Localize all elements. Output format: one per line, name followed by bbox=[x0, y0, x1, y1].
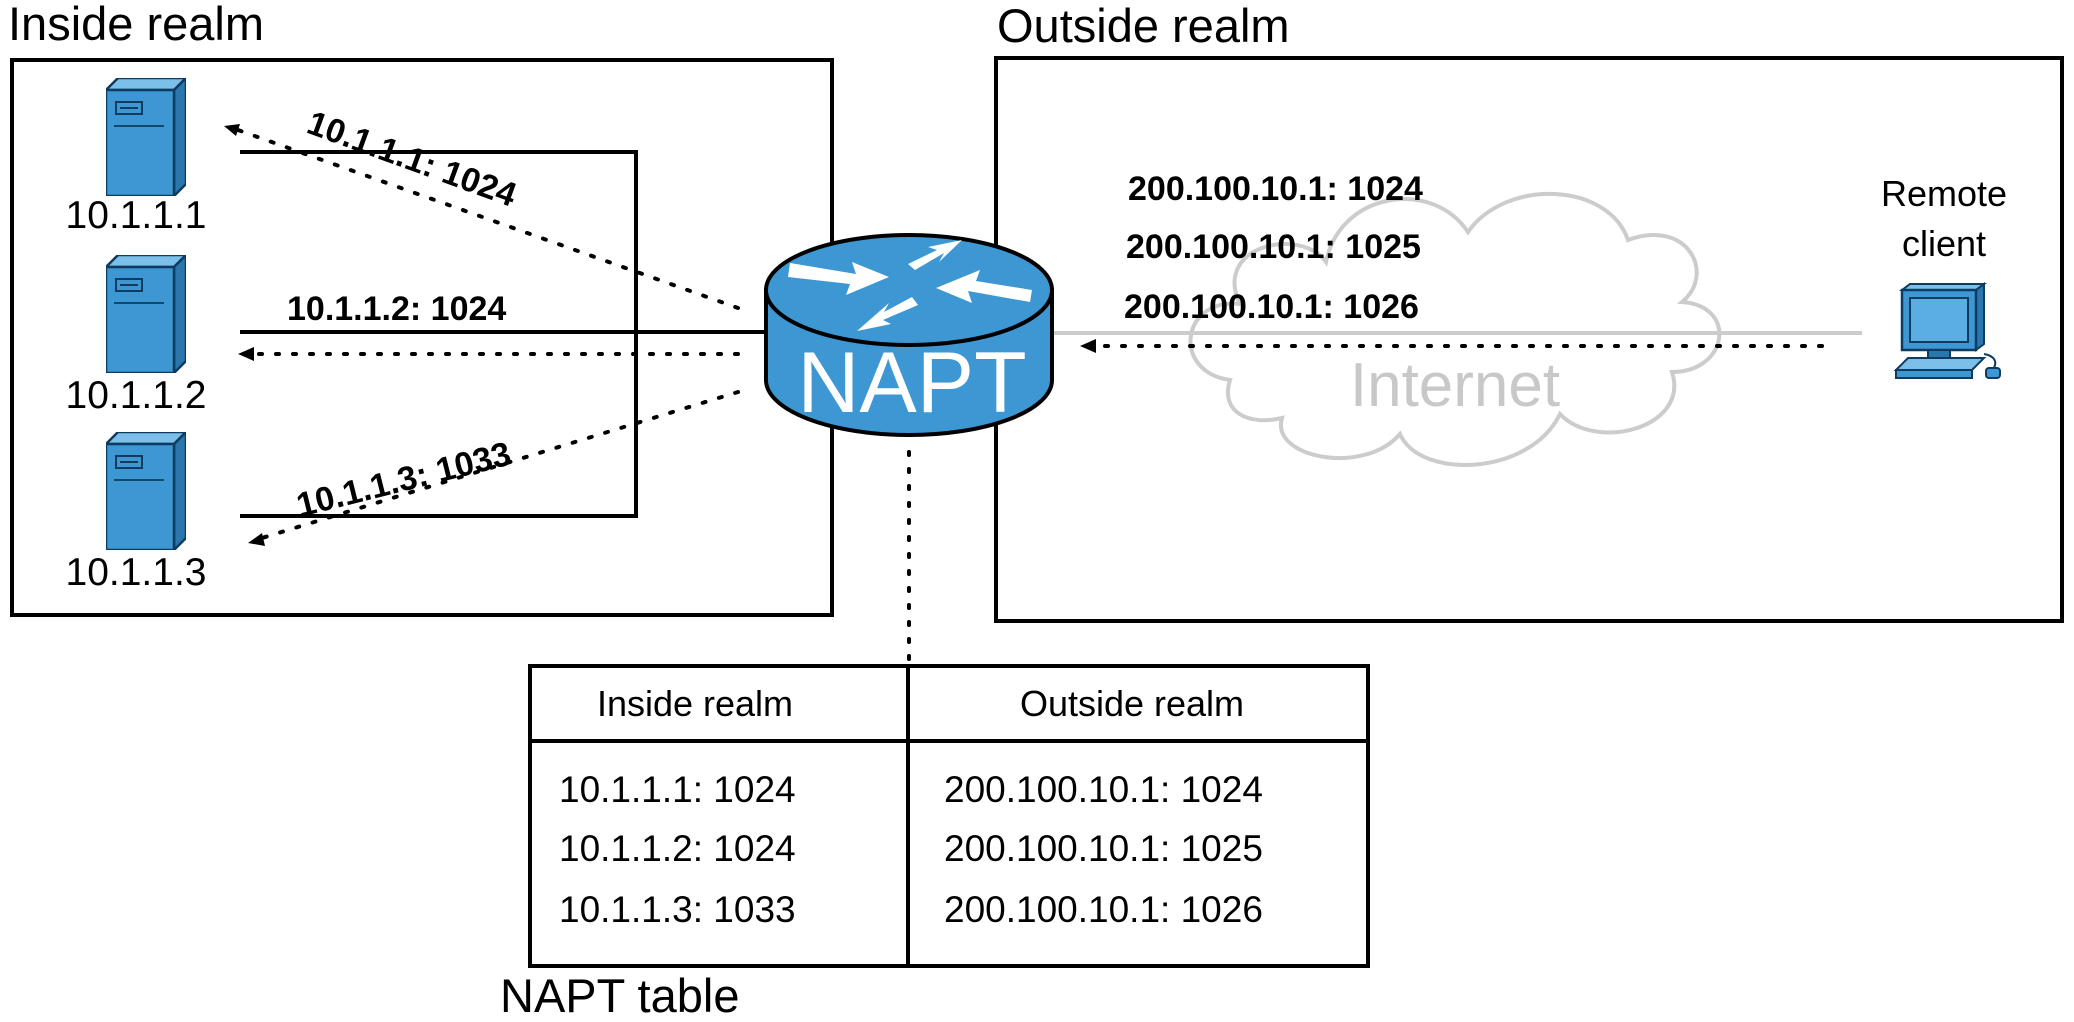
table-cell-outside-3: 200.100.10.1: 1026 bbox=[944, 889, 1263, 930]
cloud-icon bbox=[1188, 192, 1722, 467]
router-arrow-upright bbox=[908, 240, 962, 270]
router-icon: NAPT bbox=[764, 233, 1054, 437]
table-header-outside: Outside realm bbox=[1020, 683, 1244, 724]
server-2-icon bbox=[106, 255, 186, 373]
server-1-icon bbox=[106, 78, 186, 196]
outside-realm: Outside realm Internet 200.100.10.1: 102… bbox=[994, 0, 2064, 623]
flow-label-server-1: 10.1.1.1: 1024 bbox=[302, 104, 521, 215]
flow-label-server-3: 10.1.1.3: 1033 bbox=[293, 435, 515, 525]
cloud-label: Internet bbox=[1350, 351, 1560, 420]
arrowhead-server-3 bbox=[248, 533, 265, 546]
table-header-inside: Inside realm bbox=[597, 683, 793, 724]
arrowhead-server-1 bbox=[224, 124, 240, 136]
server-3-icon bbox=[106, 432, 186, 550]
server-1-label: 10.1.1.1 bbox=[66, 194, 207, 237]
router-arrow-downleft bbox=[857, 297, 918, 331]
router-arrow-left bbox=[936, 270, 1032, 303]
table-cell-outside-1: 200.100.10.1: 1024 bbox=[944, 769, 1263, 810]
inside-realm-title: Inside realm bbox=[8, 0, 264, 50]
router-arrow-right bbox=[788, 262, 889, 295]
flow-label-server-2: 10.1.1.2: 1024 bbox=[287, 290, 506, 328]
arrowhead-server-2 bbox=[238, 347, 254, 361]
arrowhead-inbound bbox=[1080, 339, 1096, 353]
table-cell-outside-2: 200.100.10.1: 1025 bbox=[944, 828, 1263, 869]
client-label-line1: Remote bbox=[1881, 173, 2007, 214]
desktop-computer-icon bbox=[1893, 282, 2001, 379]
napt-table-border bbox=[528, 664, 1370, 968]
outside-flow-label-3: 200.100.10.1: 1026 bbox=[1124, 288, 1419, 326]
router-label: NAPT bbox=[797, 335, 1026, 431]
outside-flow-label-1: 200.100.10.1: 1024 bbox=[1128, 170, 1423, 208]
table-cell-inside-2: 10.1.1.2: 1024 bbox=[559, 828, 796, 869]
table-cell-inside-1: 10.1.1.1: 1024 bbox=[559, 769, 796, 810]
outside-flow-label-2: 200.100.10.1: 1025 bbox=[1126, 228, 1421, 266]
napt-table: Inside realm Outside realm 10.1.1.1: 102… bbox=[528, 664, 1370, 968]
client-label-line2: client bbox=[1902, 223, 1986, 264]
table-cell-inside-3: 10.1.1.3: 1033 bbox=[559, 889, 796, 930]
server-2-label: 10.1.1.2 bbox=[66, 374, 207, 417]
server-3-label: 10.1.1.3 bbox=[66, 551, 207, 594]
inside-realm: Inside realm 10.1.1.1 10.1.1.2 10.1.1.3 … bbox=[8, 0, 834, 617]
napt-table-caption: NAPT table bbox=[500, 969, 739, 1022]
flow-arrow-server-1 bbox=[236, 128, 740, 310]
outside-realm-title: Outside realm bbox=[997, 0, 1290, 52]
